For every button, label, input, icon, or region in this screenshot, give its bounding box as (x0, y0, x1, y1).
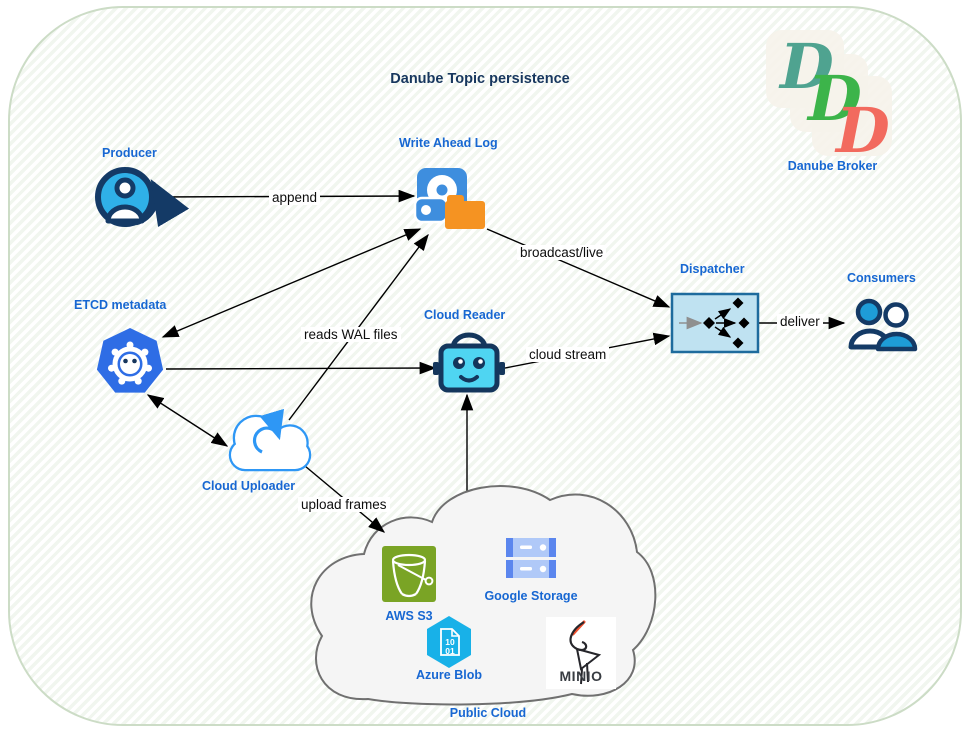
azure-blob-label: Azure Blob (416, 668, 482, 682)
etcd-uploader-arrow (146, 394, 229, 447)
write-ahead-log-icon (413, 168, 485, 229)
etcd-reader-arrow (165, 361, 437, 375)
aws-s3-label: AWS S3 (385, 609, 433, 623)
dispatcher-label: Dispatcher (680, 262, 745, 276)
broadcast-edge-label: broadcast/live (517, 245, 607, 260)
upload-frames-edge-label: upload frames (298, 497, 390, 512)
cloud-uploader-icon (228, 408, 312, 472)
azure-blob-icon: 10 01 (427, 616, 471, 668)
page-title: Danube Topic persistence (390, 71, 570, 87)
public-cloud-label: Public Cloud (449, 706, 527, 720)
logo-letter-green: D (808, 62, 862, 135)
minio-wordmark: MINIO (559, 668, 603, 684)
logo-letter-teal: D (780, 30, 834, 103)
logo-letter-red: D (836, 94, 890, 167)
azure-doc-line1: 10 (445, 637, 455, 647)
producer-label: Producer (102, 146, 157, 160)
edges (146, 189, 846, 533)
consumers-label: Consumers (847, 271, 916, 285)
consumers-icon (848, 298, 918, 352)
cloud-uploader-label: Cloud Uploader (202, 479, 296, 493)
aws-s3-icon (382, 546, 436, 602)
deliver-edge-label: deliver (777, 314, 823, 329)
cloud-stream-edge-label: cloud stream (526, 347, 610, 362)
etcd-icon (96, 328, 164, 393)
danube-broker-label: Danube Broker (787, 159, 878, 173)
etcd-label: ETCD metadata (74, 298, 167, 312)
write-ahead-log-label: Write Ahead Log (399, 136, 498, 150)
logo-square-3 (812, 76, 892, 156)
broadcast-arrow (486, 228, 671, 308)
minio-icon (546, 617, 616, 689)
dispatcher-icon (670, 292, 760, 354)
google-storage-label: Google Storage (484, 589, 578, 603)
azure-doc-line2: 01 (445, 646, 455, 656)
producer-icon (95, 167, 190, 228)
append-edge-label: append (269, 190, 321, 205)
cloud-reader-label: Cloud Reader (424, 308, 506, 322)
cloud-reader-icon (433, 332, 505, 393)
wal-etcd-arrow (161, 228, 422, 338)
google-storage-icon (506, 538, 556, 578)
reads-wal-edge-label: reads WAL files (301, 327, 401, 342)
